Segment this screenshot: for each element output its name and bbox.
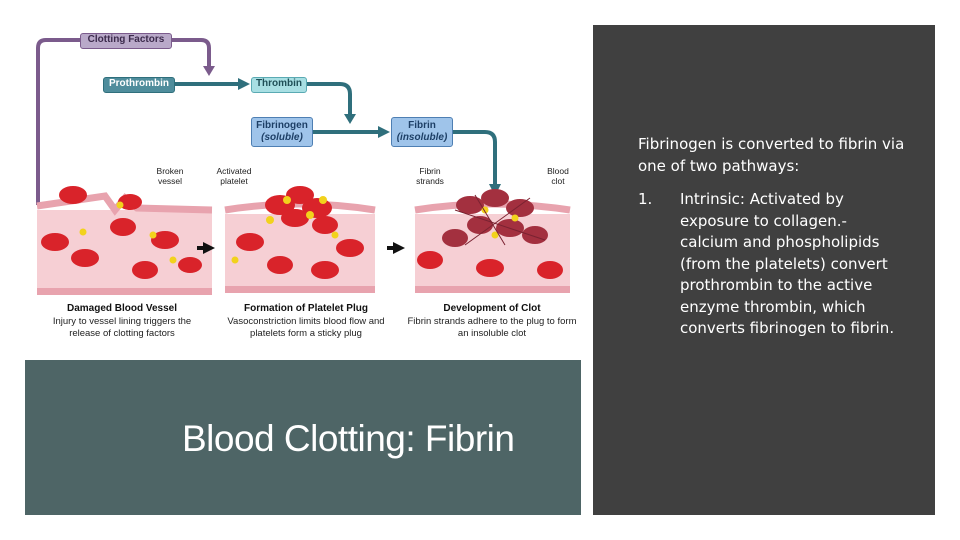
slide-title: Blood Clotting: Fibrin — [182, 418, 515, 459]
fibrin-box: Fibrin (insoluble) — [391, 117, 453, 147]
fibrinogen-label: Fibrinogen — [256, 120, 308, 131]
factors-arrow — [172, 38, 211, 66]
fibrin-strands-label: Fibrin strands — [416, 166, 444, 186]
activated-platelet-label: Activated platelet — [216, 166, 252, 186]
list-item: 1. Intrinsic: Activated by exposure to c… — [638, 189, 908, 340]
fibrinogen-box: Fibrinogen (soluble) — [251, 117, 313, 147]
broken-vessel-label: Broken vessel — [156, 166, 184, 186]
list-text: Intrinsic: Activated by exposure to coll… — [680, 190, 895, 337]
stage-3-desc: Fibrin strands adhere to the plug to for… — [407, 316, 577, 339]
body-text: Fibrinogen is converted to fibrin via on… — [638, 134, 908, 340]
thrombin-arrow — [307, 82, 352, 115]
fibrin-sub-label: (insoluble) — [396, 132, 448, 143]
intro-text: Fibrinogen is converted to fibrin via on… — [638, 135, 905, 175]
prothrombin-box: Prothrombin — [103, 77, 175, 93]
title-panel — [25, 360, 581, 515]
stage-1-desc: Injury to vessel lining triggers the rel… — [52, 316, 192, 339]
content-panel — [593, 25, 935, 515]
fibrin-label: Fibrin — [408, 120, 436, 131]
clotting-factors-box: Clotting Factors — [80, 33, 172, 49]
stage-2-desc: Vasoconstriction limits blood flow and p… — [227, 316, 385, 339]
loop-arrow — [36, 38, 80, 205]
prothrombin-label: Prothrombin — [109, 78, 169, 89]
fibrin-arrow — [453, 130, 497, 185]
diagram-art — [36, 38, 571, 295]
vessel-clot — [414, 189, 571, 293]
blood-clotting-diagram: Clotting Factors Prothrombin Thrombin Fi… — [25, 20, 580, 360]
fibrinogen-sub-label: (soluble) — [261, 132, 303, 143]
stage-arrow-2 — [393, 242, 405, 254]
thrombin-box: Thrombin — [251, 77, 307, 93]
stage-arrow-1 — [203, 242, 215, 254]
blood-clot-label: Blood clot — [547, 166, 569, 186]
list-number: 1. — [638, 190, 653, 208]
vessel-platelet-plug — [224, 186, 376, 293]
thrombin-label: Thrombin — [255, 78, 303, 89]
stage-1-title: Damaged Blood Vessel — [66, 303, 178, 314]
clotting-factors-label: Clotting Factors — [87, 34, 165, 45]
vessel-damaged — [36, 186, 213, 295]
stage-2-title: Formation of Platelet Plug — [244, 303, 368, 314]
stage-3-title: Development of Clot — [443, 303, 541, 314]
